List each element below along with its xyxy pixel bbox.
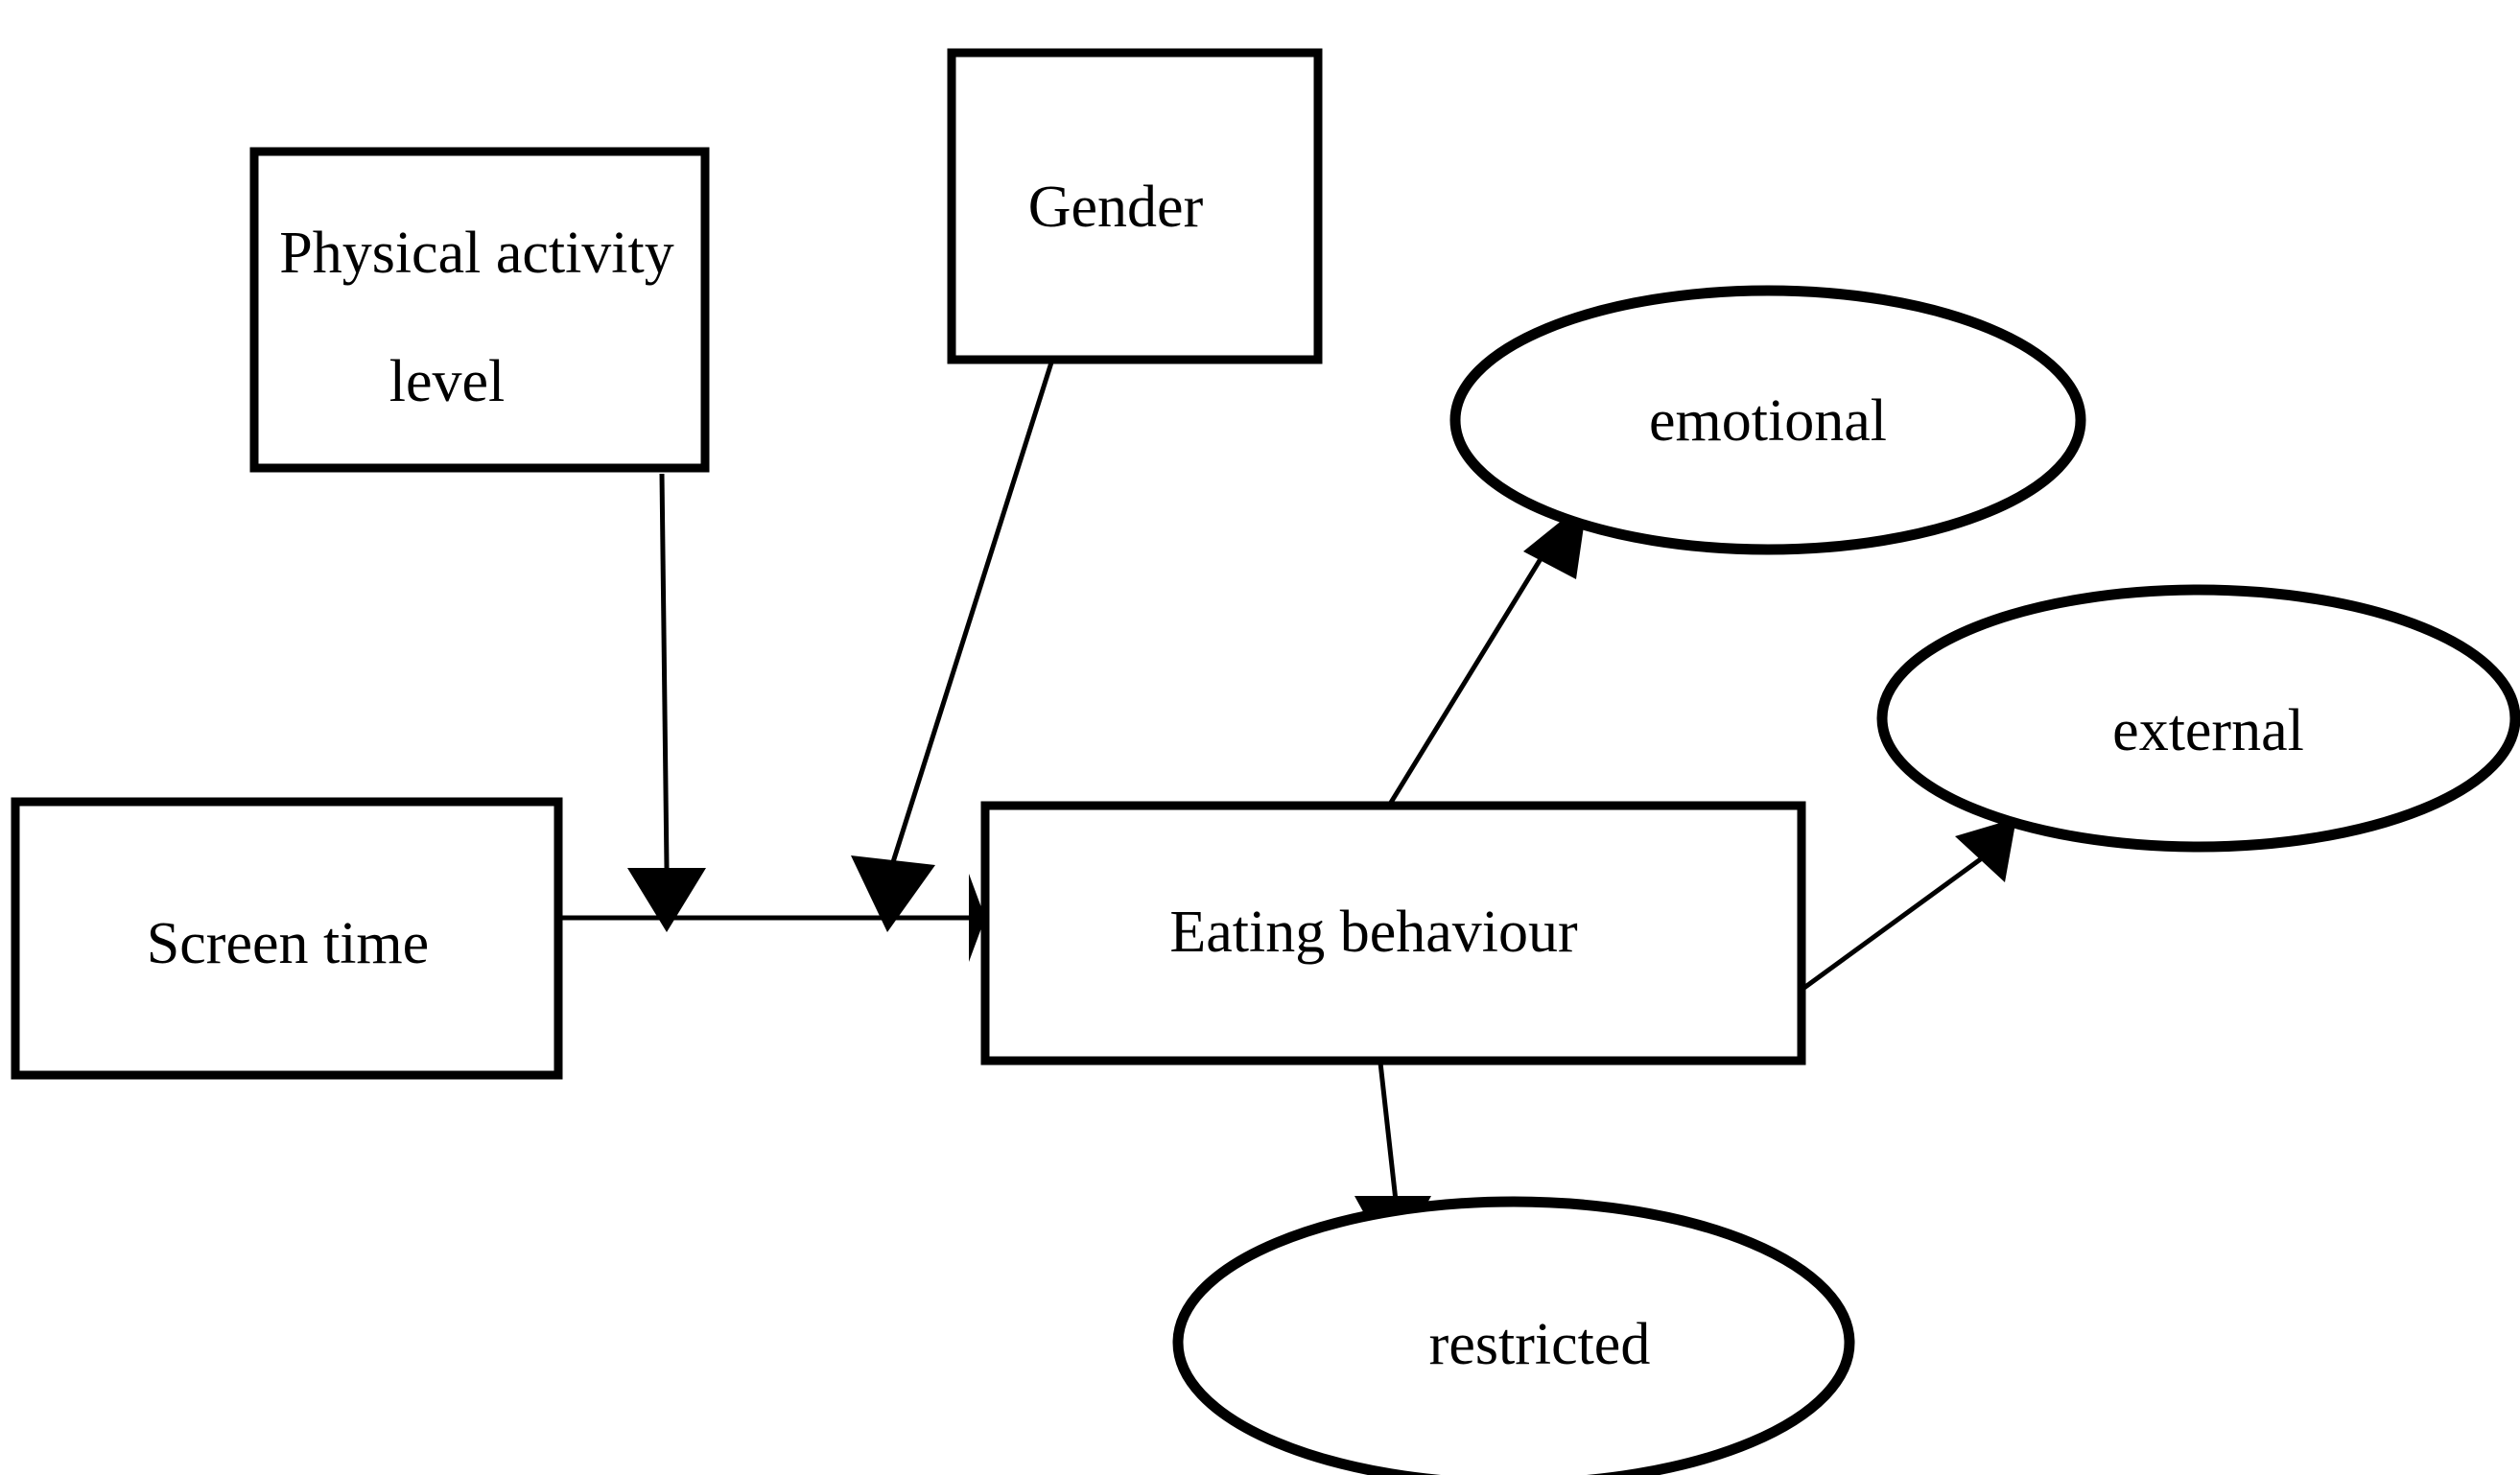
edge-physical-activity-level-to-path [627,473,706,932]
node-screen-time[interactable]: Screen time [11,797,563,1080]
arrowhead-into-eating-behaviour [969,874,985,962]
edge-line-restricted [1376,1044,1399,1202]
restricted-label: restricted [1429,1312,1651,1377]
screen-time-label: Screen time [147,911,429,976]
edge-eating-behaviour-to-emotional [1378,500,1588,820]
external-label: external [2112,698,2304,763]
node-eating-behaviour[interactable]: Eating behaviour [980,801,1806,1065]
node-gender[interactable]: Gender [947,48,1323,364]
arrowhead-gender [851,855,935,932]
node-physical-activity-level[interactable]: Physical activity level [249,147,710,473]
edge-line-gender [889,362,1054,866]
node-emotional[interactable]: emotional [1449,285,2086,555]
edge-gender-to-path [851,362,1054,932]
node-external[interactable]: external [1876,584,2520,853]
edge-line-physical-activity [659,473,670,869]
edge-screen-time-to-eating-behaviour [559,874,985,962]
physical-activity-level-box[interactable] [249,147,710,473]
emotional-ellipse[interactable] [1449,285,2086,555]
emotional-label: emotional [1649,388,1887,454]
arrowhead-external [1955,818,2016,882]
physical-activity-level-label-line1: Physical activity [279,221,674,286]
node-restricted[interactable]: restricted [1172,1196,1855,1475]
physical-activity-level-label-line2: level [389,349,506,414]
screen-time-box[interactable] [11,797,563,1080]
edge-line-external [1800,853,1988,993]
eating-behaviour-box[interactable] [980,801,1806,1065]
arrowhead-physical-activity [627,868,706,932]
eating-behaviour-label: Eating behaviour [1169,900,1578,965]
edge-line-emotional [1378,535,1557,820]
gender-label: Gender [1028,175,1204,240]
external-ellipse[interactable] [1876,584,2520,853]
edge-eating-behaviour-to-external [1800,818,2016,993]
restricted-ellipse[interactable] [1172,1196,1855,1475]
gender-box[interactable] [947,48,1323,364]
